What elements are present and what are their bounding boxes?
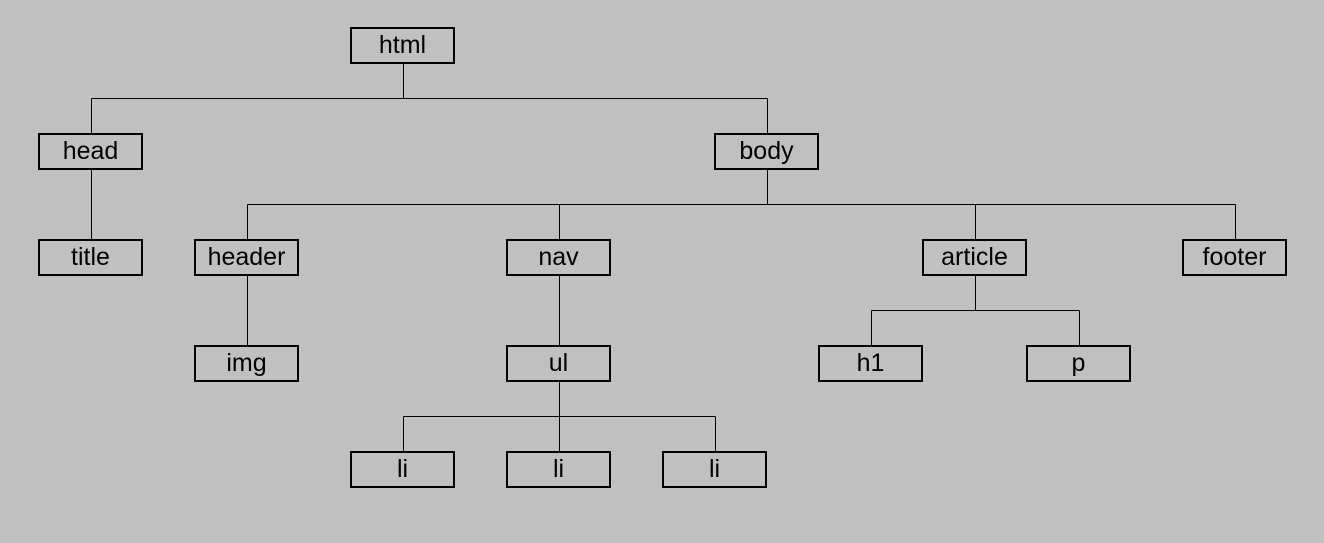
node-header: header [194, 239, 299, 276]
node-ul: ul [506, 345, 611, 382]
connector-article-children [871, 276, 1080, 345]
node-title: title [38, 239, 143, 276]
node-html: html [350, 27, 455, 64]
node-footer: footer [1182, 239, 1287, 276]
node-head: head [38, 133, 143, 170]
node-body: body [714, 133, 819, 170]
node-li-2: li [506, 451, 611, 488]
node-nav: nav [506, 239, 611, 276]
node-h1: h1 [818, 345, 923, 382]
connector-ul-children [403, 382, 716, 451]
node-img: img [194, 345, 299, 382]
connector-body-children [247, 170, 1236, 239]
node-li-1: li [350, 451, 455, 488]
connector-html-children [91, 64, 768, 133]
node-p: p [1026, 345, 1131, 382]
node-li-3: li [662, 451, 767, 488]
node-article: article [922, 239, 1027, 276]
